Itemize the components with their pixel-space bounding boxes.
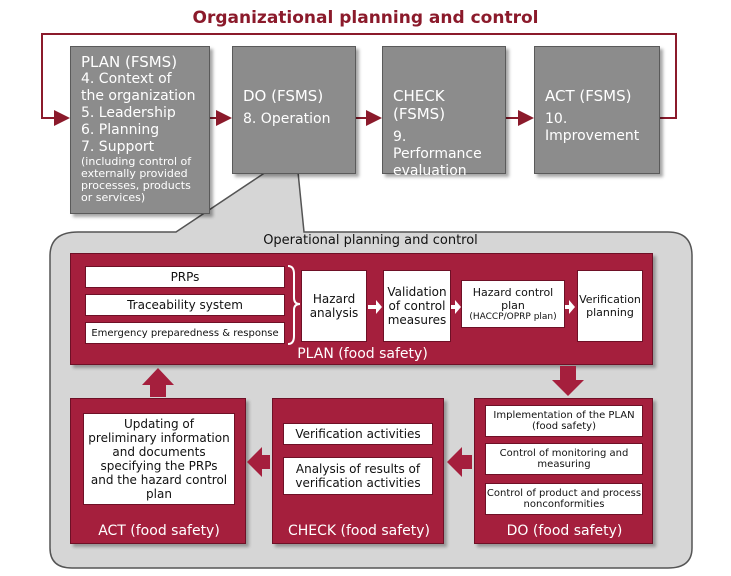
- prps-box: PRPs: [85, 266, 285, 288]
- hazard-analysis-box: Hazard analysis: [301, 270, 367, 342]
- fsms-plan-item: 7. Support: [81, 139, 155, 155]
- updating-box: Updating of preliminary information and …: [83, 413, 235, 505]
- fsms-act-item: 10. Improvement: [545, 111, 640, 144]
- fsms-check-box: CHECK (FSMS) 9. Performance evaluation: [382, 46, 506, 179]
- hazard-control-plan-box: Hazard control plan (HACCP/OPRP plan): [461, 280, 565, 328]
- arrow-plan-do: [552, 366, 584, 396]
- plan-food-safety-label: PLAN (food safety): [297, 346, 428, 362]
- fsms-check-heading: CHECK (FSMS): [393, 87, 446, 123]
- analysis-results-box: Analysis of results of verification acti…: [283, 457, 433, 495]
- plan-food-safety-panel: PRPs Traceability system Emergency prepa…: [70, 253, 653, 365]
- act-food-safety-label: ACT (food safety): [98, 523, 220, 539]
- fsms-plan-item: 6. Planning: [81, 122, 160, 138]
- fsms-plan-item: 5. Leadership: [81, 105, 176, 121]
- arrow-hcp-verif: [565, 300, 575, 314]
- check-food-safety-panel: Verification activities Analysis of resu…: [272, 398, 444, 544]
- page-title: Organizational planning and control: [192, 8, 539, 28]
- fsms-act-heading: ACT (FSMS): [545, 87, 632, 105]
- monitoring-box: Control of monitoring and measuring: [485, 443, 643, 475]
- operational-title: Operational planning and control: [263, 233, 478, 248]
- arrow-check-act: [247, 447, 270, 477]
- arrow-ha-validation: [368, 300, 382, 314]
- fsms-plan-item: 4. Context of the organization: [81, 71, 196, 104]
- inputs-brace: [287, 265, 301, 345]
- fsms-do-heading: DO (FSMS): [243, 87, 324, 105]
- fsms-do-item: 8. Operation: [243, 111, 331, 127]
- arrow-validation-hcp: [451, 300, 461, 314]
- fsms-act-box: ACT (FSMS) 10. Improvement: [534, 46, 660, 174]
- nonconformities-box: Control of product and process nonconfor…: [485, 483, 643, 515]
- fsms-plan-box: PLAN (FSMS) 4. Context of the organizati…: [70, 46, 210, 214]
- fsms-check-item: 9. Performance evaluation: [393, 129, 482, 179]
- do-food-safety-panel: Implementation of the PLAN (food safety)…: [474, 398, 653, 544]
- arrow-act-plan: [142, 368, 174, 397]
- emergency-box: Emergency preparedness & response: [85, 322, 285, 344]
- fsms-plan-heading: PLAN (FSMS): [81, 53, 178, 71]
- act-food-safety-panel: Updating of preliminary information and …: [70, 398, 246, 544]
- verification-planning-box: Verification planning: [577, 270, 643, 342]
- implementation-box: Implementation of the PLAN (food safety): [485, 405, 643, 437]
- feedback-loop-arrow: [41, 33, 677, 126]
- do-food-safety-label: DO (food safety): [506, 523, 623, 539]
- traceability-box: Traceability system: [85, 294, 285, 316]
- check-food-safety-label: CHECK (food safety): [287, 523, 431, 539]
- hazard-control-plan-sub: (HACCP/OPRP plan): [469, 312, 557, 322]
- verification-activities-box: Verification activities: [283, 423, 433, 445]
- fsms-do-box: DO (FSMS) 8. Operation: [232, 46, 356, 174]
- fsms-plan-note: (including control of externally provide…: [81, 155, 192, 204]
- validation-box: Validation of control measures: [383, 270, 451, 342]
- hazard-control-plan-label: Hazard control plan: [472, 286, 554, 312]
- arrow-do-check: [447, 447, 472, 477]
